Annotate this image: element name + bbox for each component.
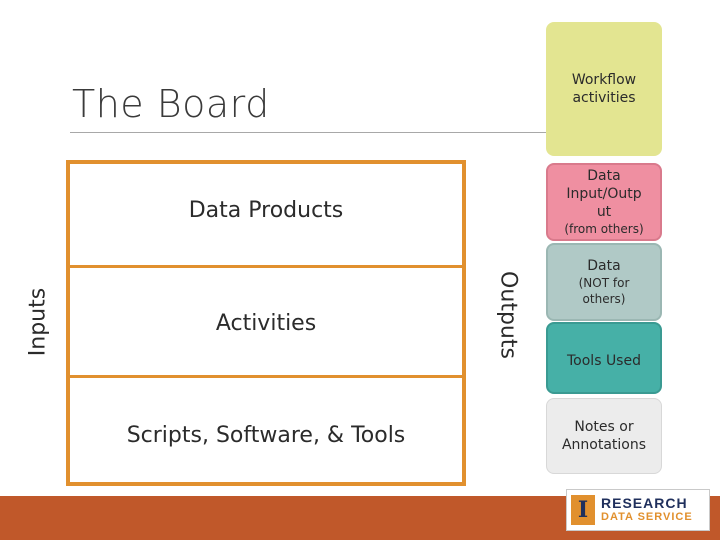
board-divider-bottom <box>70 375 462 378</box>
board-band-data-products: Data Products <box>188 198 344 223</box>
tile-data-label: Data <box>587 258 621 274</box>
board-divider-top <box>70 265 462 268</box>
inputs-label: Inputs <box>25 287 51 357</box>
outputs-label: Outputs <box>495 271 521 359</box>
tile-data-input-output: Data Input/Outp ut (from others) <box>546 163 662 241</box>
research-data-service-logo: I RESEARCH DATA SERVICE <box>566 489 710 531</box>
slide-title: The Board <box>72 82 270 126</box>
logo-line-research: RESEARCH <box>601 495 688 511</box>
tile-notes-annotations: Notes or Annotations <box>546 398 662 474</box>
tile-data-input-output-label: Data Input/Outp ut <box>566 168 642 220</box>
board-band-activities: Activities <box>215 311 317 336</box>
tile-tools-label: Tools Used <box>567 353 641 369</box>
tile-data-note: (NOT for others) <box>578 276 630 306</box>
board-band-scripts: Scripts, Software, & Tools <box>126 423 406 448</box>
tile-workflow-activities: Workflow activities <box>546 22 662 156</box>
board: Data Products Activities Scripts, Softwa… <box>66 160 466 486</box>
tile-workflow-label: Workflow activities <box>571 72 637 106</box>
tile-data: Data (NOT for others) <box>546 243 662 321</box>
logo-mark: I <box>571 495 595 525</box>
logo-line-data-service: DATA SERVICE <box>601 511 693 523</box>
tile-notes-label: Notes or Annotations <box>561 419 647 453</box>
tile-tools-used: Tools Used <box>546 322 662 394</box>
title-divider <box>70 132 550 133</box>
tile-data-input-output-note: (from others) <box>564 222 644 236</box>
